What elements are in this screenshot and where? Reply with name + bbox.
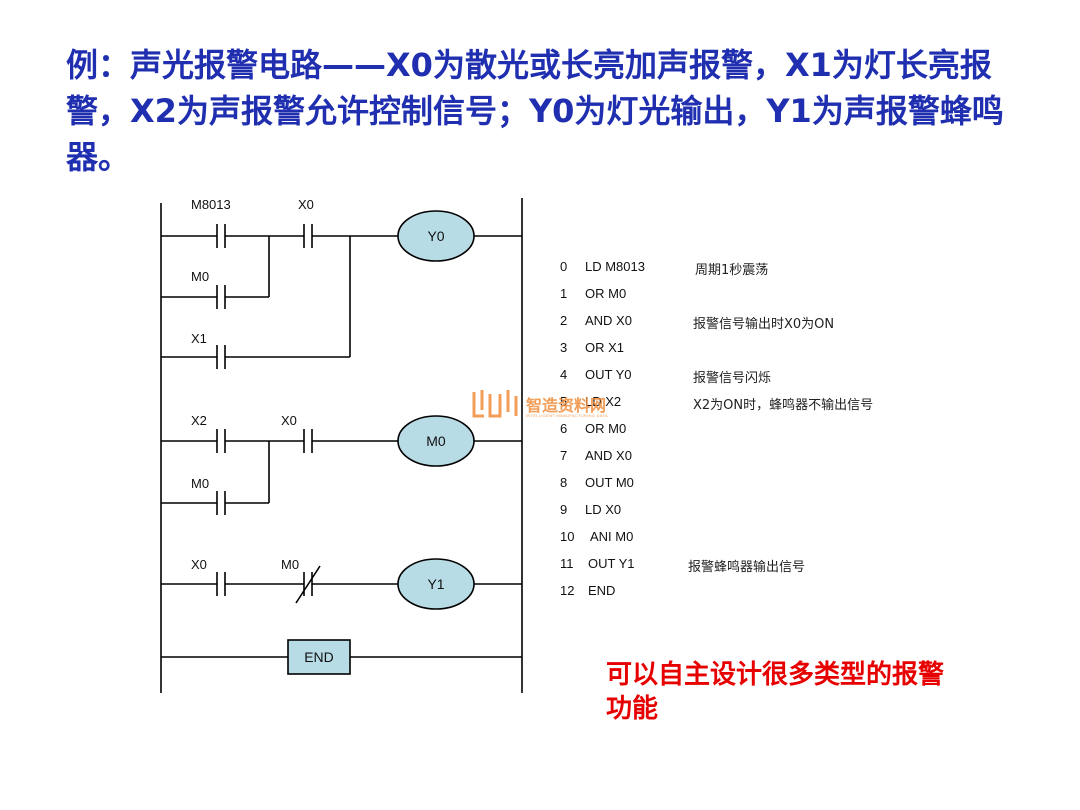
instruction-code: AND X0 (585, 448, 632, 463)
coil-M0 (397, 415, 475, 467)
step-number: 0 (560, 259, 568, 274)
step-number: 5 (560, 394, 568, 409)
contact-label-M0: M0 (191, 269, 209, 284)
contact-label-X1: X1 (191, 331, 207, 346)
contact-label-M0: M0 (191, 476, 209, 491)
step-number: 6 (560, 421, 568, 436)
instruction-code: OR X1 (585, 340, 625, 355)
step-number: 11 (560, 556, 574, 571)
coil-label-M0: M0 (426, 433, 446, 449)
step-number: 1 (560, 286, 568, 301)
instruction-code: LD X2 (585, 394, 622, 409)
step-number: 7 (560, 448, 568, 463)
coil-Y0 (397, 210, 475, 262)
note-text: 可以自主设计很多类型的报警功能 (606, 660, 945, 724)
contact-label-X0: X0 (298, 197, 314, 212)
step-number: 12 (560, 583, 575, 598)
contact-label-M0: M0 (281, 557, 299, 572)
coil-Y1 (397, 558, 475, 610)
watermark-logo-icon (472, 390, 518, 418)
step-number: 4 (560, 367, 568, 382)
step-number: 2 (560, 313, 568, 328)
instruction-code: LD X0 (585, 502, 622, 517)
instruction-code: OUT Y1 (588, 556, 635, 571)
step-number: 9 (560, 502, 568, 517)
instruction-code: OUT Y0 (585, 367, 632, 382)
step-number: 3 (560, 340, 568, 355)
instruction-code: LD M8013 (585, 259, 645, 274)
coil-label-Y1: Y1 (427, 576, 444, 592)
step-number: 8 (560, 475, 568, 490)
instruction-comment: 周期1秒震荡 (695, 263, 769, 278)
instruction-code: ANI M0 (590, 529, 634, 544)
contact-label-M8013: M8013 (191, 197, 231, 212)
instruction-comment: 报警信号闪烁 (693, 371, 772, 386)
instruction-code: OUT M0 (585, 475, 634, 490)
contact-label-X2: X2 (191, 413, 207, 428)
watermark-subtext: INTELLIGENT MANUFACTURING DATA (526, 413, 608, 418)
instruction-code: OR M0 (585, 286, 627, 301)
instruction-comment: 报警蜂鸣器输出信号 (688, 560, 806, 575)
instruction-comment: 报警信号输出时X0为ON (693, 317, 835, 332)
step-number: 10 (560, 529, 575, 544)
coil-label-Y0: Y0 (427, 228, 444, 244)
end-label: END (304, 649, 334, 665)
page-title: 例：声光报警电路——X0为散光或长亮加声报警，X1为灯长亮报警，X2为声报警允许… (66, 46, 1004, 176)
contact-label-X0: X0 (281, 413, 297, 428)
instruction-code: OR M0 (585, 421, 627, 436)
watermark: 智造资料网 INTELLIGENT MANUFACTURING DATA (470, 386, 620, 422)
contact-label-X0: X0 (191, 557, 207, 572)
instruction-comment: X2为ON时，蜂鸣器不输出信号 (693, 398, 874, 413)
watermark-text: 智造资料网 (526, 396, 607, 415)
instruction-code: END (588, 583, 616, 598)
end-box (287, 639, 351, 675)
instruction-code: AND X0 (585, 313, 632, 328)
